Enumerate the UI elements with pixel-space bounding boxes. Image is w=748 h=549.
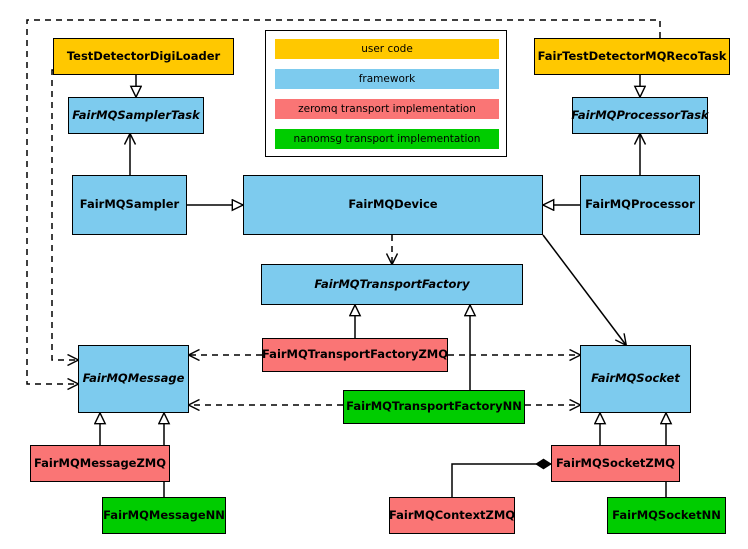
edge-recotask-message-routed [26, 19, 661, 384]
node-label: FairMQDevice [348, 197, 438, 212]
node-fairmqsampler[interactable]: FairMQSampler [72, 175, 187, 235]
legend-item-zeromq: zeromq transport implementation [275, 99, 499, 119]
node-label: FairMQSampler [79, 197, 180, 212]
node-label: FairMQMessageNN [103, 507, 225, 522]
node-fairmqsamplertask[interactable]: FairMQSamplerTask [68, 97, 204, 134]
node-fairmqmessage[interactable]: FairMQMessage [78, 345, 189, 413]
legend-label: user code [361, 43, 413, 55]
node-label: FairMQSocketZMQ [556, 455, 675, 470]
node-label: FairMQMessageZMQ [33, 455, 167, 470]
node-label: FairMQSocketNN [612, 507, 721, 522]
node-fairtestdetectormqrecotask[interactable]: FairTestDetectorMQRecoTask [534, 38, 730, 75]
node-fairmqsocketzmq[interactable]: FairMQSocketZMQ [551, 445, 680, 482]
legend-label: nanomsg transport implementation [293, 133, 481, 145]
node-label: FairMQProcessor [585, 197, 695, 212]
node-label: FairMQSamplerTask [72, 107, 200, 122]
legend-label: framework [358, 73, 416, 85]
node-fairmqprocessor[interactable]: FairMQProcessor [580, 175, 700, 235]
node-fairmqmessagezmq[interactable]: FairMQMessageZMQ [30, 445, 170, 482]
legend-item-nanomsg: nanomsg transport implementation [275, 129, 499, 149]
node-fairmqprocessortask[interactable]: FairMQProcessorTask [571, 97, 709, 134]
legend-item-user-code: user code [275, 39, 499, 59]
node-label: FairMQTransportFactoryNN [346, 399, 522, 414]
edge-digiloader-message-routed [51, 69, 78, 360]
edge-contextzmq-socketzmq [451, 458, 552, 497]
node-label: FairTestDetectorMQRecoTask [537, 48, 727, 63]
node-label: FairMQContextZMQ [388, 507, 516, 522]
node-fairmqdevice[interactable]: FairMQDevice [243, 175, 543, 235]
node-fairmqtransportfactorynn[interactable]: FairMQTransportFactoryNN [343, 390, 525, 424]
legend-item-framework: framework [275, 69, 499, 89]
node-label: FairMQMessage [82, 371, 185, 386]
node-label: FairMQProcessorTask [571, 107, 709, 122]
node-fairmqmessagenn[interactable]: FairMQMessageNN [102, 497, 226, 534]
node-fairmqtransportfactory[interactable]: FairMQTransportFactory [261, 264, 523, 305]
node-fairmqsocketnn[interactable]: FairMQSocketNN [607, 497, 726, 534]
node-label: FairMQTransportFactory [314, 276, 470, 291]
node-label: FairMQTransportFactoryZMQ [262, 347, 449, 362]
node-fairmqcontextzmq[interactable]: FairMQContextZMQ [389, 497, 515, 534]
node-label: TestDetectorDigiLoader [66, 48, 221, 63]
legend: user code framework zeromq transport imp… [265, 30, 507, 157]
node-label: FairMQSocket [591, 371, 680, 386]
node-testdetectordigiloader[interactable]: TestDetectorDigiLoader [53, 38, 234, 75]
edge-device-socket [542, 234, 626, 345]
legend-label: zeromq transport implementation [298, 103, 476, 115]
node-fairmqtransportfactoryzmq[interactable]: FairMQTransportFactoryZMQ [262, 338, 448, 372]
node-fairmqsocket[interactable]: FairMQSocket [580, 345, 691, 413]
